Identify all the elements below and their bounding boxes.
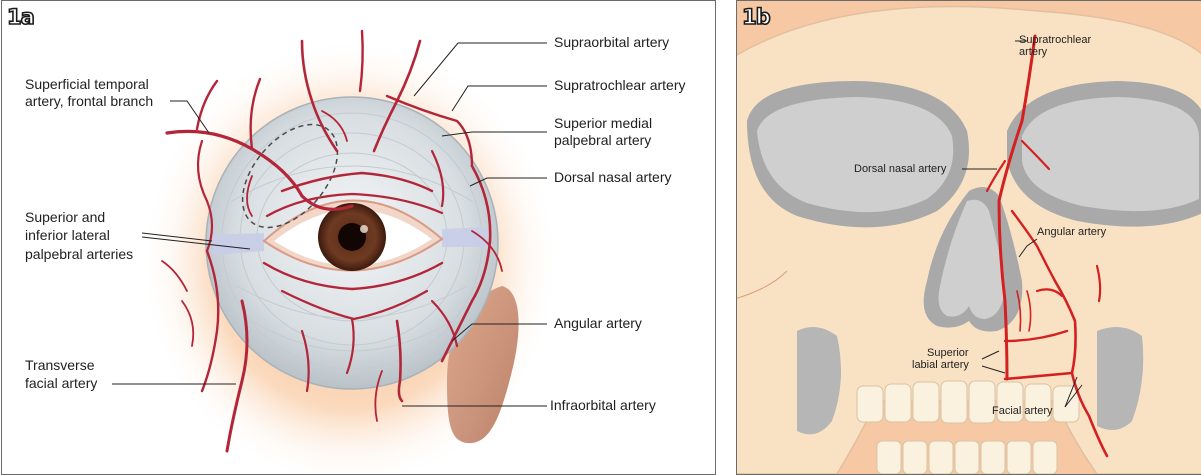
skull-illustration xyxy=(737,1,1201,474)
label-palpebral-line2: inferior lateral xyxy=(25,227,110,244)
figure-panel-1b: 1b xyxy=(736,0,1201,475)
label-infraorbital-artery: Infraorbital artery xyxy=(550,397,656,414)
label-superior-medial-palpebral-line1: Superior medial xyxy=(554,115,652,132)
label-palpebral-line1: Superior and xyxy=(25,209,105,226)
label-palpebral-line3: palpebral arteries xyxy=(25,246,133,263)
label-supraorbital-artery: Supraorbital artery xyxy=(554,34,669,51)
label-superficial-temporal-line1: Superficial temporal xyxy=(25,76,149,93)
label-facial-artery-1b: Facial artery xyxy=(992,405,1053,417)
label-superior-medial-palpebral-line2: palpebral artery xyxy=(554,132,651,149)
eye-highlight xyxy=(360,225,368,233)
label-dorsal-nasal-artery: Dorsal nasal artery xyxy=(554,169,672,186)
label-supratrochlear-artery: Supratrochlear artery xyxy=(554,77,686,94)
label-transverse-facial-line1: Transverse xyxy=(25,357,95,374)
label-angular-1b: Angular artery xyxy=(1037,226,1106,238)
figure-panel-1a: 1a xyxy=(1,0,716,475)
lower-teeth xyxy=(877,441,1057,474)
label-angular-artery: Angular artery xyxy=(554,315,642,332)
label-superior-labial-line2: labial artery xyxy=(912,359,969,371)
label-transverse-facial-line2: facial artery xyxy=(25,375,97,392)
label-supratrochlear-line2: artery xyxy=(1019,46,1047,58)
label-dorsal-nasal-1b: Dorsal nasal artery xyxy=(854,163,946,175)
label-superior-labial-line1: Superior xyxy=(927,347,969,359)
label-superficial-temporal-line2: artery, frontal branch xyxy=(25,93,153,110)
figure-label-1b: 1b xyxy=(742,5,770,29)
label-supratrochlear-line1: Supratrochlear xyxy=(1019,34,1091,46)
figure-label-1a: 1a xyxy=(7,5,34,29)
